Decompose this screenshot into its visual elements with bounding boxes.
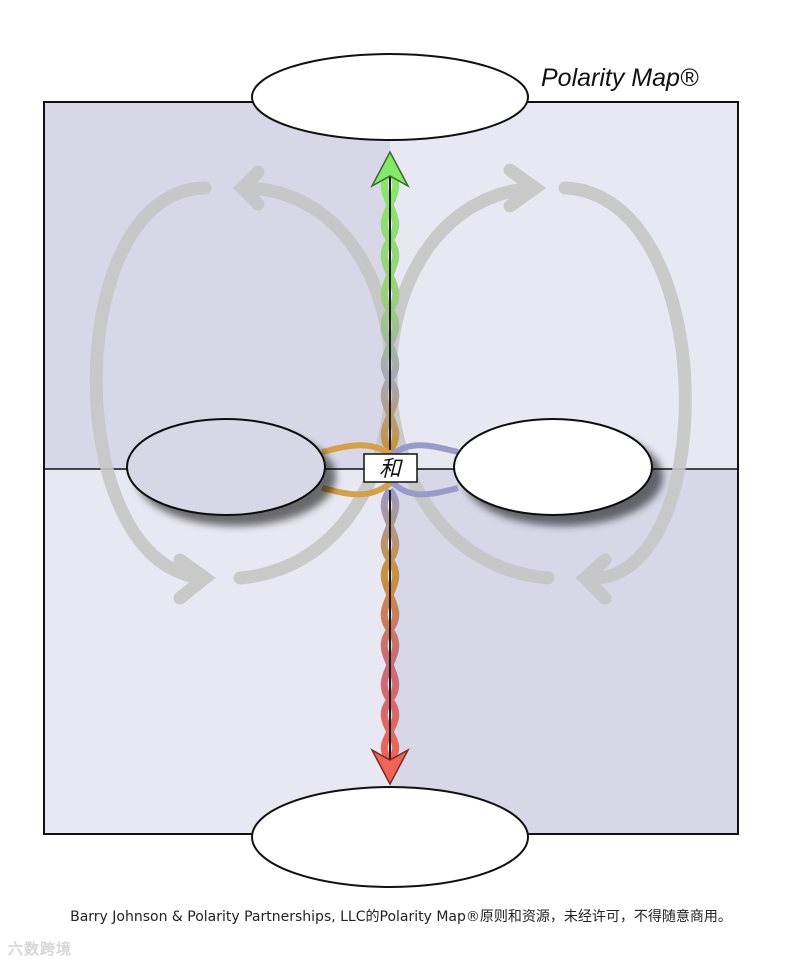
arrow-up-icon — [370, 150, 410, 450]
side-strands — [321, 442, 459, 498]
ellipse-top — [251, 53, 529, 141]
ellipse-bottom — [251, 786, 529, 888]
page-title: Polarity Map® — [541, 64, 699, 92]
infinity-loop-icon — [89, 163, 692, 605]
footer-credit: Barry Johnson & Polarity Partnerships, L… — [70, 909, 732, 925]
center-label-box — [363, 453, 418, 483]
ellipse-right — [453, 418, 653, 516]
ellipse-left — [126, 418, 326, 516]
arrow-down-icon — [370, 490, 410, 786]
center-label: 和 — [379, 457, 403, 482]
watermark: 六数跨境 — [8, 940, 73, 958]
